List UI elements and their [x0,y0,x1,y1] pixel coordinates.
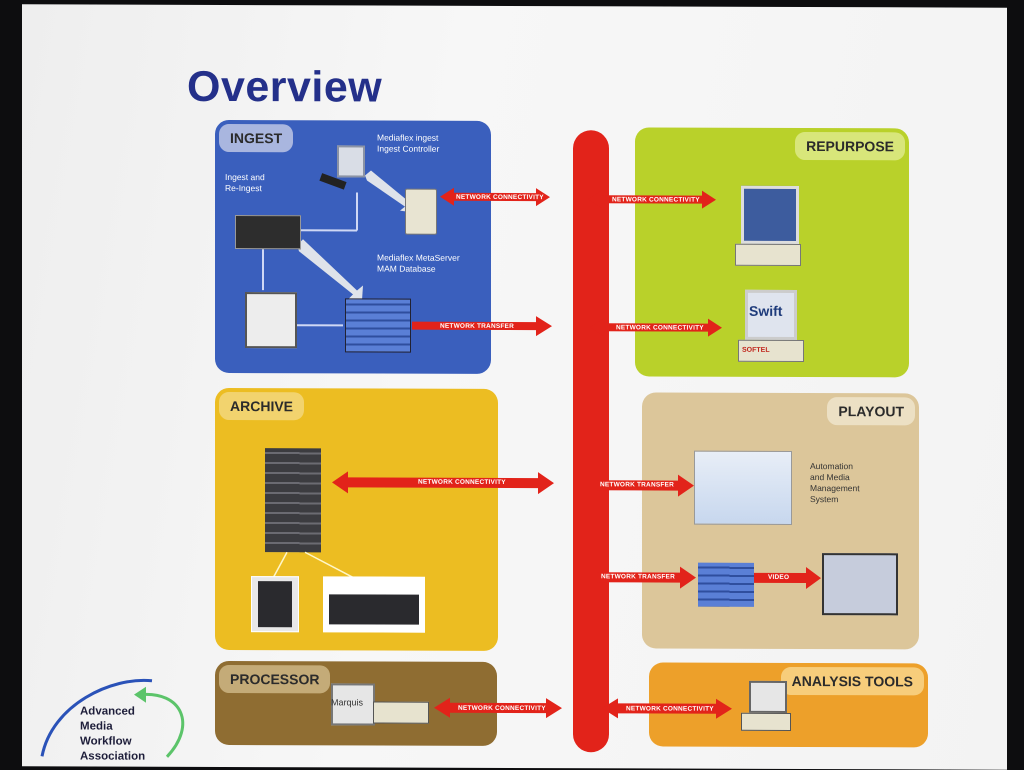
slide: Overview INGEST Ingest and Re-Ingest Med… [22,4,1007,769]
amwa-logo-text: Advanced Media Workflow Association [80,704,145,764]
amwa-logo-swoosh [22,4,1007,769]
